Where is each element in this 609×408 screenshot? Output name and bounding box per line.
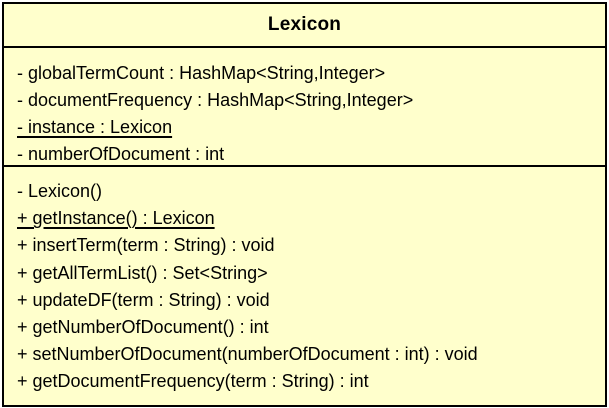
attribute-instance: - instance : Lexicon bbox=[17, 117, 173, 137]
operation-update-df: + updateDF(term : String) : void bbox=[17, 289, 270, 310]
operation-set-number-of-document: + setNumberOfDocument(numberOfDocument :… bbox=[17, 344, 478, 365]
class-name: Lexicon bbox=[267, 14, 342, 35]
attribute-global-term-count: - globalTermCount : HashMap<String,Integ… bbox=[17, 63, 386, 83]
operation-get-document-frequency: + getDocumentFrequency(term : String) : … bbox=[17, 371, 369, 392]
operation-get-all-term-list: + getAllTermList() : Set<String> bbox=[17, 262, 268, 283]
operation-get-number-of-document: + getNumberOfDocument() : int bbox=[17, 316, 269, 337]
operation-insert-term: + insertTerm(term : String) : void bbox=[17, 235, 275, 256]
attributes-section: - globalTermCount : HashMap<String,Integ… bbox=[4, 48, 605, 167]
operation-constructor: - Lexicon() bbox=[17, 181, 103, 201]
attribute-number-of-document: - numberOfDocument : int bbox=[17, 144, 225, 164]
class-name-section: Lexicon bbox=[4, 4, 605, 48]
operations-section: - Lexicon() + getInstance() : Lexicon + … bbox=[4, 167, 605, 396]
attribute-document-frequency: - documentFrequency : HashMap<String,Int… bbox=[17, 90, 414, 110]
operation-get-instance: + getInstance() : Lexicon bbox=[17, 208, 215, 229]
